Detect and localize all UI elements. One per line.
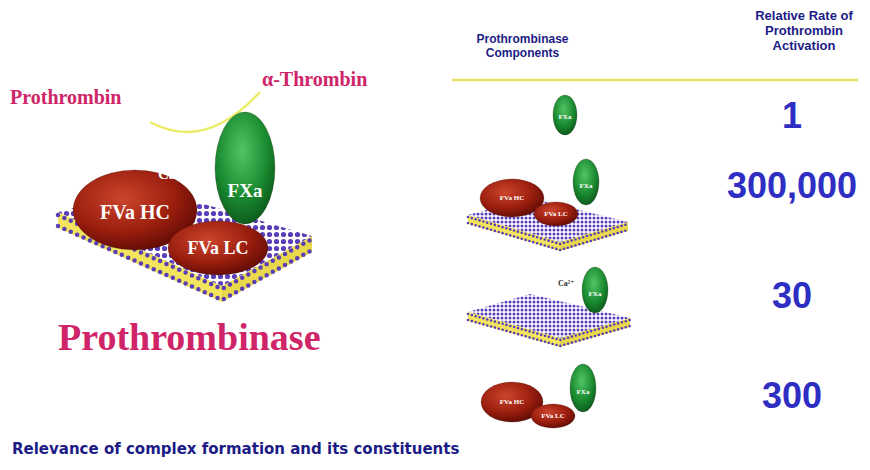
protein-label: FXa xyxy=(553,95,577,135)
protein-label: FVa LC xyxy=(168,221,268,275)
ellipse-outline xyxy=(168,221,268,275)
ellipse-outline xyxy=(570,364,596,412)
protein-ellipse: FVa LC xyxy=(534,202,578,226)
rate-value: 300 xyxy=(722,375,862,416)
protein-label: FVa LC xyxy=(531,404,575,428)
ion-label: Ca²⁺ xyxy=(558,279,574,288)
ion-label: Ca²⁺ xyxy=(158,166,189,183)
protein-ellipse: FXa xyxy=(570,364,596,412)
protein-ellipse: FXa xyxy=(573,159,599,205)
ion-label: Ca²⁺ xyxy=(556,372,572,381)
diagram-title: Prothrombinase xyxy=(58,316,321,360)
protein-ellipse: FXa xyxy=(582,267,608,313)
protein-label: FXa xyxy=(215,112,275,224)
table-rule xyxy=(452,79,858,82)
protein-label: FXa xyxy=(570,364,596,412)
ellipse-outline xyxy=(582,267,608,313)
column-header: Prothrombinase Components xyxy=(455,33,590,61)
protein-label: FXa xyxy=(573,159,599,205)
ellipse-outline xyxy=(215,112,275,224)
protein-ellipse: FXa xyxy=(553,95,577,135)
protein-ellipse: FVa LC xyxy=(531,404,575,428)
ellipse-shape xyxy=(215,112,275,224)
rate-value: 1 xyxy=(722,95,862,136)
molecule-name: Prothrombin xyxy=(10,86,122,109)
ellipse-outline xyxy=(531,404,575,428)
figure-caption: Relevance of complex formation and its c… xyxy=(12,441,459,458)
rate-value: 300,000 xyxy=(722,165,862,206)
protein-ellipse: FVa LC xyxy=(168,221,268,275)
molecule-name: α-Thrombin xyxy=(262,68,367,91)
ellipse-outline xyxy=(573,159,599,205)
protein-ellipse: FXa xyxy=(215,112,275,224)
protein-label: FVa LC xyxy=(534,202,578,226)
ellipse-outline xyxy=(534,202,578,226)
ellipse-outline xyxy=(553,95,577,135)
rate-value: 30 xyxy=(722,275,862,316)
protein-label: FXa xyxy=(582,267,608,313)
column-header: Relative Rate of Prothrombin Activation xyxy=(752,9,856,54)
